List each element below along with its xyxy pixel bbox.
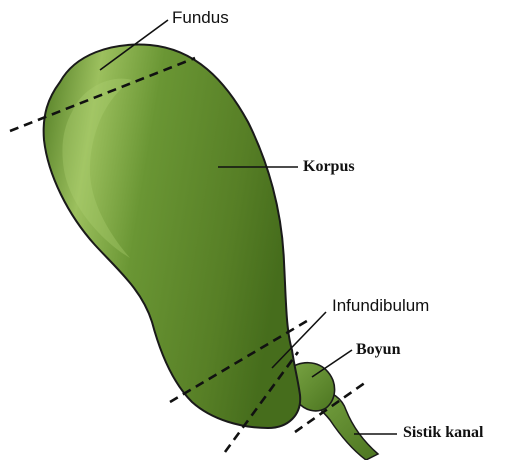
label-fundus: Fundus: [172, 8, 229, 28]
label-sistik-kanal: Sistik kanal: [403, 424, 483, 442]
boyun-leader: [312, 350, 352, 377]
label-boyun: Boyun: [356, 341, 400, 359]
label-infundibulum: Infundibulum: [332, 296, 429, 316]
label-korpus: Korpus: [303, 158, 355, 176]
